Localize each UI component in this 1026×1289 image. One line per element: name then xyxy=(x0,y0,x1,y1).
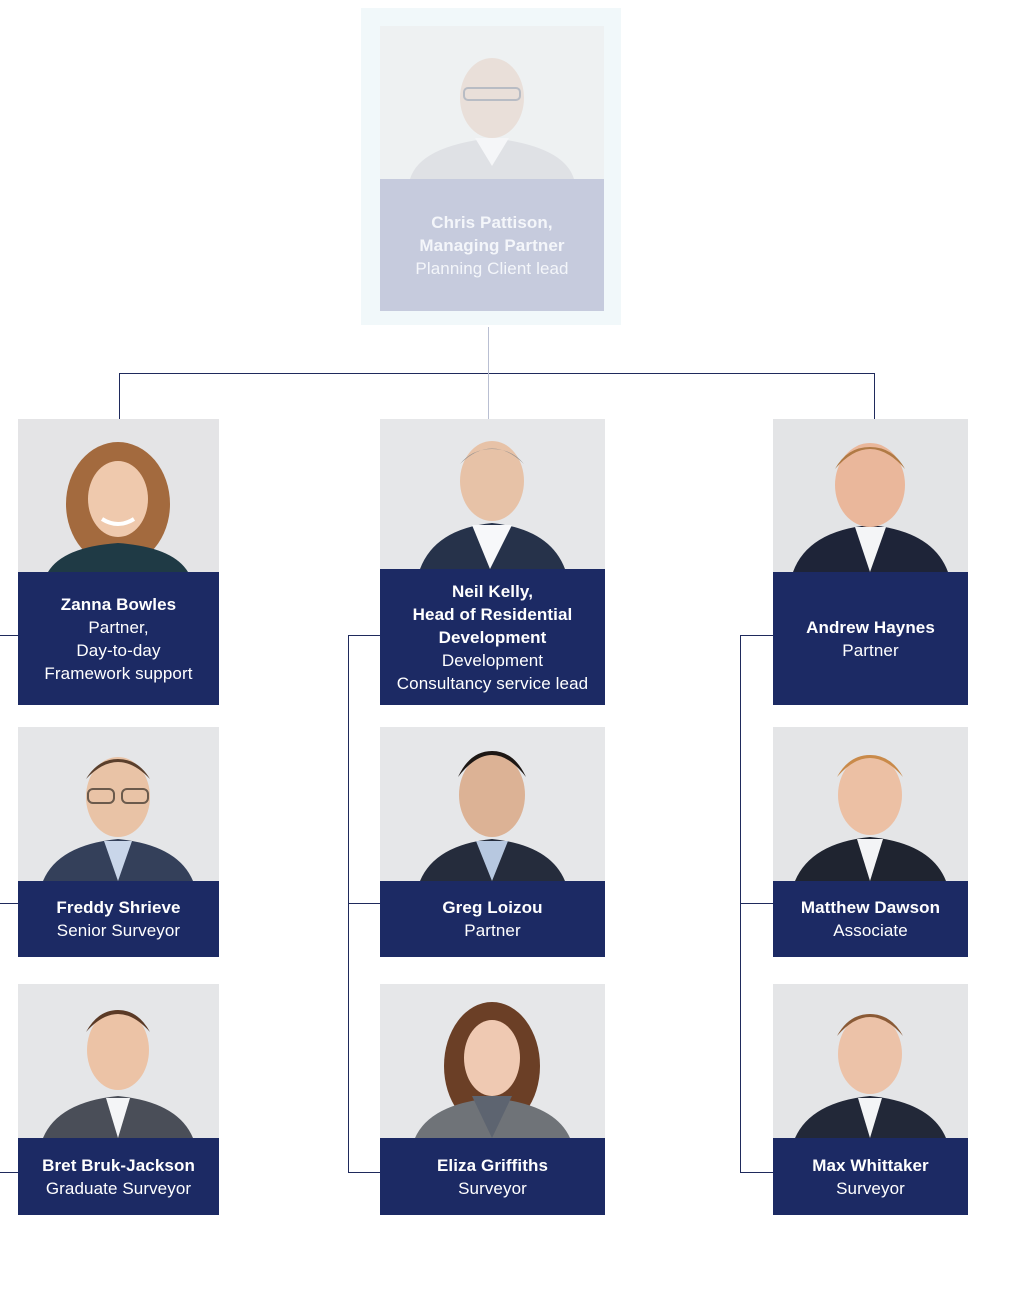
person-title-line-2: Development xyxy=(438,627,547,647)
card-freddy-shrieve: Freddy Shrieve Senior Surveyor xyxy=(18,727,219,957)
connector-right-stub-2 xyxy=(740,903,773,904)
connector-right-drop xyxy=(874,373,875,419)
person-name: Freddy Shrieve xyxy=(56,898,181,917)
connector-mid-stub-3 xyxy=(348,1172,380,1173)
portrait-photo xyxy=(773,984,968,1138)
person-role: Planning Client lead xyxy=(415,258,569,278)
person-role: Graduate Surveyor xyxy=(45,1178,192,1198)
person-name: Eliza Griffiths xyxy=(436,1155,549,1175)
connector-mid-vertical xyxy=(348,635,349,1173)
card-bret-bruk-jackson: Bret Bruk-Jackson Graduate Surveyor xyxy=(18,984,219,1215)
person-name: Chris Pattison, xyxy=(431,212,553,232)
card-label: Eliza Griffiths Surveyor xyxy=(380,1138,605,1215)
person-role-line-1: Development xyxy=(441,650,544,670)
portrait-photo xyxy=(773,727,968,881)
connector-left-stub-1 xyxy=(0,635,18,636)
card-chris-pattison: Chris Pattison, Managing Partner Plannin… xyxy=(380,26,604,311)
portrait-photo xyxy=(380,727,605,881)
connector-mid-stub-1 xyxy=(348,635,380,636)
person-role-line-3: Framework support xyxy=(44,663,193,683)
portrait-photo xyxy=(18,727,219,881)
card-label: Greg Loizou Partner xyxy=(380,881,605,957)
card-label: Neil Kelly, Head of Residential Developm… xyxy=(380,569,605,705)
card-label: Freddy Shrieve Senior Surveyor xyxy=(18,881,219,957)
person-name: Max Whittaker xyxy=(812,1155,929,1175)
person-role-line-1: Partner, xyxy=(88,617,149,637)
connector-center-drop xyxy=(488,373,489,419)
portrait-photo xyxy=(18,984,219,1138)
portrait-photo xyxy=(380,419,605,569)
connector-left-stub-3 xyxy=(0,1172,18,1173)
connector-left-drop xyxy=(119,373,120,419)
person-role: Senior Surveyor xyxy=(56,921,181,940)
person-title: Managing Partner xyxy=(419,235,565,255)
person-role: Partner xyxy=(464,921,521,940)
person-title-line-1: Head of Residential xyxy=(412,604,573,624)
card-label: Max Whittaker Surveyor xyxy=(773,1138,968,1215)
card-greg-loizou: Greg Loizou Partner xyxy=(380,727,605,957)
card-zanna-bowles: Zanna Bowles Partner, Day-to-day Framewo… xyxy=(18,419,219,705)
card-neil-kelly: Neil Kelly, Head of Residential Developm… xyxy=(380,419,605,705)
connector-right-stub-1 xyxy=(740,635,773,636)
card-label: Matthew Dawson Associate xyxy=(773,881,968,957)
person-name: Matthew Dawson xyxy=(800,898,941,917)
person-name: Zanna Bowles xyxy=(60,594,177,614)
connector-branch-horizontal xyxy=(119,373,875,374)
person-role: Partner xyxy=(842,640,899,660)
person-role: Surveyor xyxy=(458,1178,527,1198)
connector-right-vertical xyxy=(740,635,741,1173)
person-role: Associate xyxy=(833,921,908,940)
connector-mid-stub-2 xyxy=(348,903,380,904)
card-label: Andrew Haynes Partner xyxy=(773,572,968,705)
connector-top-vertical xyxy=(488,327,489,374)
person-name: Greg Loizou xyxy=(442,898,543,917)
person-role-line-2: Consultancy service lead xyxy=(396,673,589,693)
connector-left-stub-2 xyxy=(0,903,18,904)
portrait-photo xyxy=(773,419,968,572)
portrait-photo xyxy=(380,984,605,1138)
portrait-photo xyxy=(380,26,604,179)
connector-right-stub-3 xyxy=(740,1172,773,1173)
card-andrew-haynes: Andrew Haynes Partner xyxy=(773,419,968,705)
card-label: Zanna Bowles Partner, Day-to-day Framewo… xyxy=(18,572,219,705)
card-max-whittaker: Max Whittaker Surveyor xyxy=(773,984,968,1215)
person-name: Neil Kelly, xyxy=(451,581,534,601)
person-role-line-2: Day-to-day xyxy=(76,640,161,660)
person-role: Surveyor xyxy=(836,1178,905,1198)
card-label: Bret Bruk-Jackson Graduate Surveyor xyxy=(18,1138,219,1215)
person-name: Bret Bruk-Jackson xyxy=(42,1155,195,1175)
card-matthew-dawson: Matthew Dawson Associate xyxy=(773,727,968,957)
person-name: Andrew Haynes xyxy=(806,617,935,637)
card-label: Chris Pattison, Managing Partner Plannin… xyxy=(380,179,604,311)
portrait-photo xyxy=(18,419,219,572)
card-eliza-griffiths: Eliza Griffiths Surveyor xyxy=(380,984,605,1215)
